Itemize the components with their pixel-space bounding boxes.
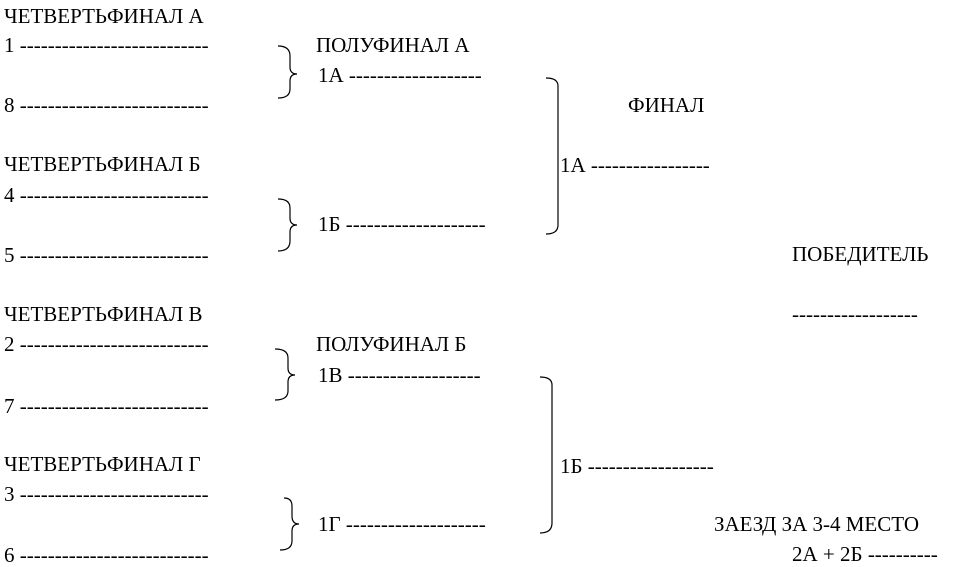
quarterfinal-a-slot-2: 8 ---------------------------: [4, 93, 209, 117]
semifinal-a-slot-1: 1А -------------------: [318, 63, 482, 87]
semifinal-b-slot-2: 1Г --------------------: [318, 512, 486, 536]
quarterfinal-b-slot-1: 4 ---------------------------: [4, 183, 209, 207]
semifinal-b-bracket: [539, 376, 553, 534]
third-place-line: 2А + 2Б ----------: [792, 542, 938, 566]
quarterfinal-b-slot-2: 5 ---------------------------: [4, 243, 209, 267]
quarterfinal-a-title: ЧЕТВЕРТЬФИНАЛ А: [4, 4, 204, 28]
final-slot-1: 1А -----------------: [560, 153, 710, 177]
quarterfinal-b-bracket: [277, 198, 298, 252]
winner-line: ------------------: [792, 302, 918, 326]
quarterfinal-b-title: ЧЕТВЕРТЬФИНАЛ Б: [4, 152, 201, 176]
semifinal-a-title: ПОЛУФИНАЛ А: [316, 33, 470, 57]
quarterfinal-v-slot-2: 7 ---------------------------: [4, 394, 209, 418]
quarterfinal-v-title: ЧЕТВЕРТЬФИНАЛ В: [4, 302, 203, 326]
semifinal-b-slot-1: 1В -------------------: [318, 363, 481, 387]
final-slot-2: 1Б ------------------: [560, 454, 714, 478]
quarterfinal-a-slot-1: 1 ---------------------------: [4, 33, 209, 57]
quarterfinal-a-bracket: [277, 45, 298, 99]
quarterfinal-v-slot-1: 2 ---------------------------: [4, 332, 209, 356]
quarterfinal-g-bracket: [279, 497, 300, 551]
final-title: ФИНАЛ: [628, 93, 705, 117]
quarterfinal-v-bracket: [274, 348, 296, 401]
semifinal-a-bracket: [545, 77, 559, 235]
winner-title: ПОБЕДИТЕЛЬ: [792, 242, 929, 266]
semifinal-a-slot-2: 1Б --------------------: [318, 212, 486, 236]
quarterfinal-g-slot-2: 6 ---------------------------: [4, 543, 209, 567]
quarterfinal-g-title: ЧЕТВЕРТЬФИНАЛ Г: [4, 452, 201, 476]
quarterfinal-g-slot-1: 3 ---------------------------: [4, 482, 209, 506]
semifinal-b-title: ПОЛУФИНАЛ Б: [316, 332, 467, 356]
third-place-title: ЗАЕЗД ЗА 3-4 МЕСТО: [714, 512, 919, 536]
